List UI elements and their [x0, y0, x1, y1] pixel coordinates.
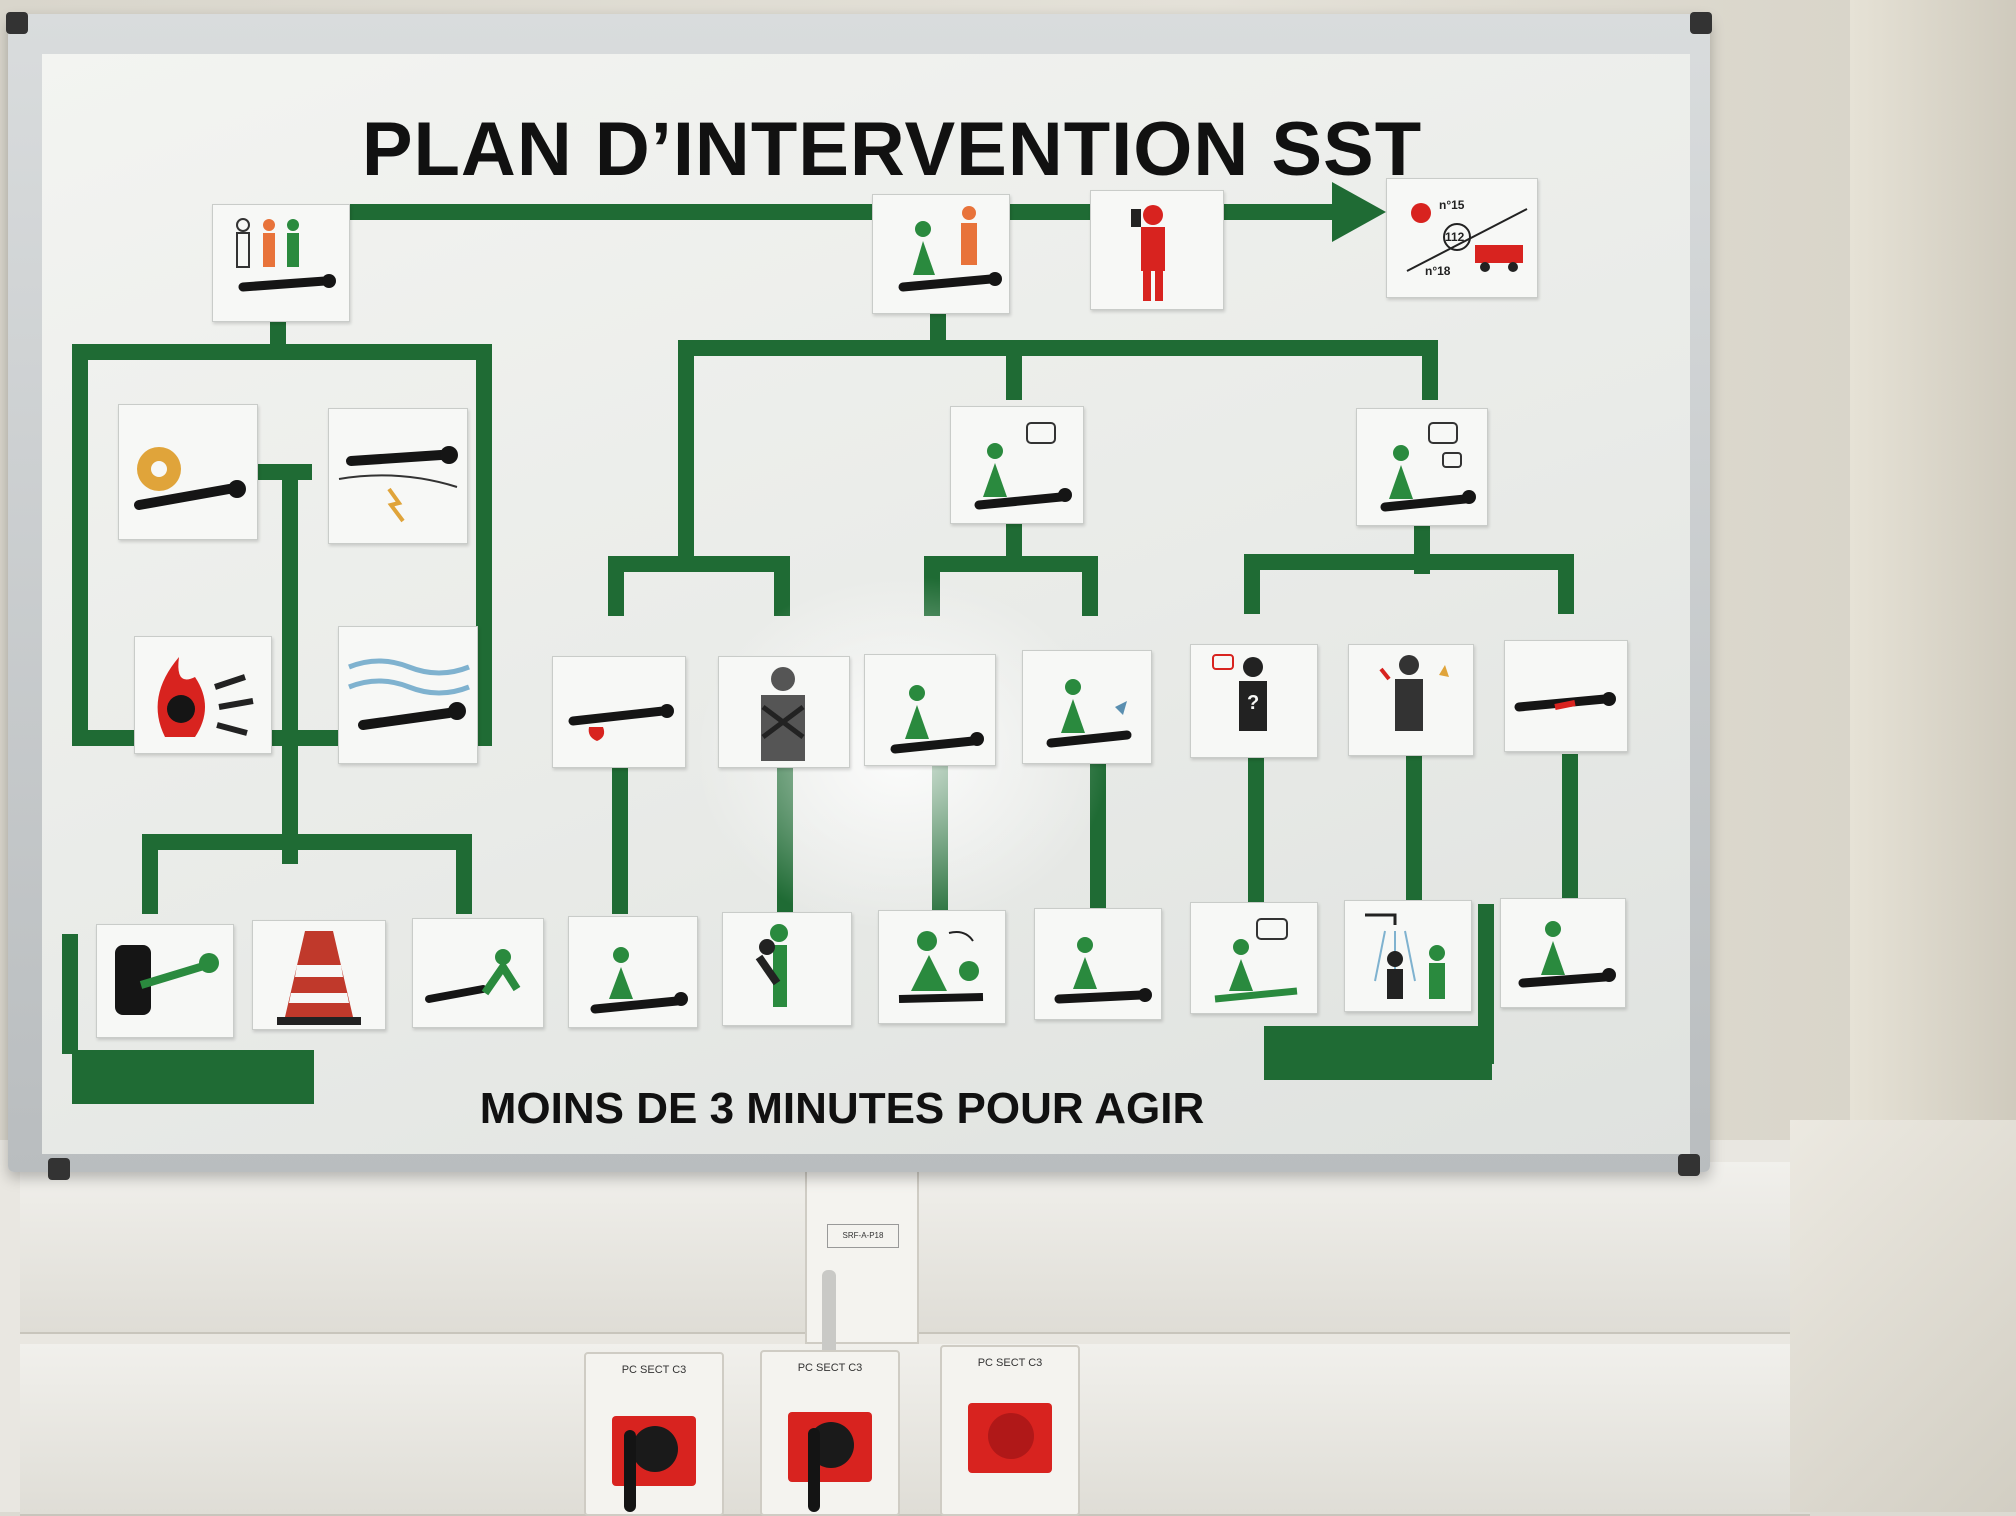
compress-wound-icon — [568, 916, 698, 1028]
recovery-position-icon — [878, 910, 1006, 1024]
bleeding-victim-icon — [552, 656, 686, 768]
cut-power-icon — [96, 924, 234, 1038]
board-title: PLAN D’INTERVENTION SST — [312, 106, 1472, 193]
frame-corner — [48, 1158, 70, 1180]
intervention-plan-board: PLAN D’INTERVENTION SST — [42, 54, 1690, 1154]
connector-line — [272, 204, 912, 220]
connector-line — [1222, 204, 1334, 220]
connector-line — [1422, 340, 1438, 400]
connector-line — [1562, 754, 1578, 914]
arrow-right-icon — [1332, 182, 1386, 242]
power-outlet-3[interactable]: PC SECT C3 — [940, 1345, 1080, 1516]
connector-line — [142, 834, 158, 914]
connector-line — [678, 340, 694, 560]
frame-corner — [1678, 1154, 1700, 1176]
connector-line — [72, 344, 492, 360]
connector-line — [924, 556, 1094, 572]
time-bar-right — [1264, 1026, 1492, 1080]
traffic-cone-icon — [252, 920, 386, 1030]
svg-text:?: ? — [1247, 692, 1259, 714]
power-cable-1 — [624, 1430, 636, 1512]
outlet-label: PC SECT C3 — [942, 1357, 1078, 1369]
trunking-corner — [1790, 1120, 2016, 1512]
empty-socket-icon — [988, 1413, 1034, 1459]
connector-line — [1244, 554, 1574, 570]
time-bar-left — [72, 1050, 314, 1104]
confused-person-icon: ? — [1190, 644, 1318, 758]
frame-corner — [1690, 12, 1712, 34]
outlet-socket — [968, 1403, 1052, 1473]
witness-group-icon — [212, 204, 350, 322]
connector-line — [1406, 754, 1422, 914]
caller-phone-icon — [1090, 190, 1224, 310]
outlet-socket — [788, 1412, 872, 1482]
fire-explosion-icon — [134, 636, 272, 754]
power-cable-2 — [808, 1428, 820, 1512]
unconscious-not-breathing-icon — [1022, 650, 1152, 764]
connector-line — [1244, 554, 1260, 614]
back-blows-icon — [722, 912, 852, 1026]
connector-line — [252, 464, 312, 480]
connector-line — [1006, 340, 1022, 400]
connector-line — [1248, 754, 1264, 914]
svg-text:n°15: n°15 — [1439, 198, 1465, 212]
trunking-lower-strip — [20, 1344, 1810, 1516]
stabilize-victim-icon — [1500, 898, 1626, 1008]
connector-line — [62, 934, 78, 1054]
frame-corner — [6, 12, 28, 34]
injured-victim-icon — [1504, 640, 1628, 752]
choking-person-icon — [718, 656, 850, 768]
connector-line — [456, 834, 472, 914]
power-outlet-2[interactable]: PC SECT C3 — [760, 1350, 900, 1516]
connector-line — [142, 834, 472, 850]
board-frame: PLAN D’INTERVENTION SST — [8, 14, 1710, 1172]
network-socket-label: SRF-A-P18 — [827, 1224, 899, 1248]
burned-person-icon — [1348, 644, 1474, 756]
crushed-victim-icon — [328, 408, 468, 544]
rescuer-questioning-icon — [1356, 408, 1488, 526]
outlet-label: PC SECT C3 — [586, 1364, 722, 1376]
power-outlet-1[interactable]: PC SECT C3 — [584, 1352, 724, 1516]
drowning-icon — [338, 626, 478, 764]
rescuer-alerting-icon — [872, 194, 1010, 314]
rescuer-talking-icon — [950, 406, 1084, 524]
connector-line — [1082, 556, 1098, 616]
monitor-victim-icon — [1190, 902, 1318, 1014]
connector-line — [608, 556, 624, 616]
outlet-label: PC SECT C3 — [762, 1362, 898, 1374]
connector-line — [476, 344, 492, 744]
connector-line — [608, 556, 788, 572]
plug-icon — [632, 1426, 678, 1472]
connector-line — [612, 754, 628, 914]
shower-burn-icon — [1344, 900, 1472, 1012]
svg-text:n°18: n°18 — [1425, 264, 1451, 278]
connector-line — [72, 344, 88, 744]
connector-line — [1558, 554, 1574, 614]
board-footer: MOINS DE 3 MINUTES POUR AGIR — [382, 1084, 1302, 1134]
unconscious-breathing-icon — [864, 654, 996, 766]
connector-line — [678, 340, 1438, 356]
evacuate-victim-icon — [412, 918, 544, 1028]
electrical-hazard-icon — [118, 404, 258, 540]
connector-line — [282, 464, 298, 864]
cpr-icon — [1034, 908, 1162, 1020]
